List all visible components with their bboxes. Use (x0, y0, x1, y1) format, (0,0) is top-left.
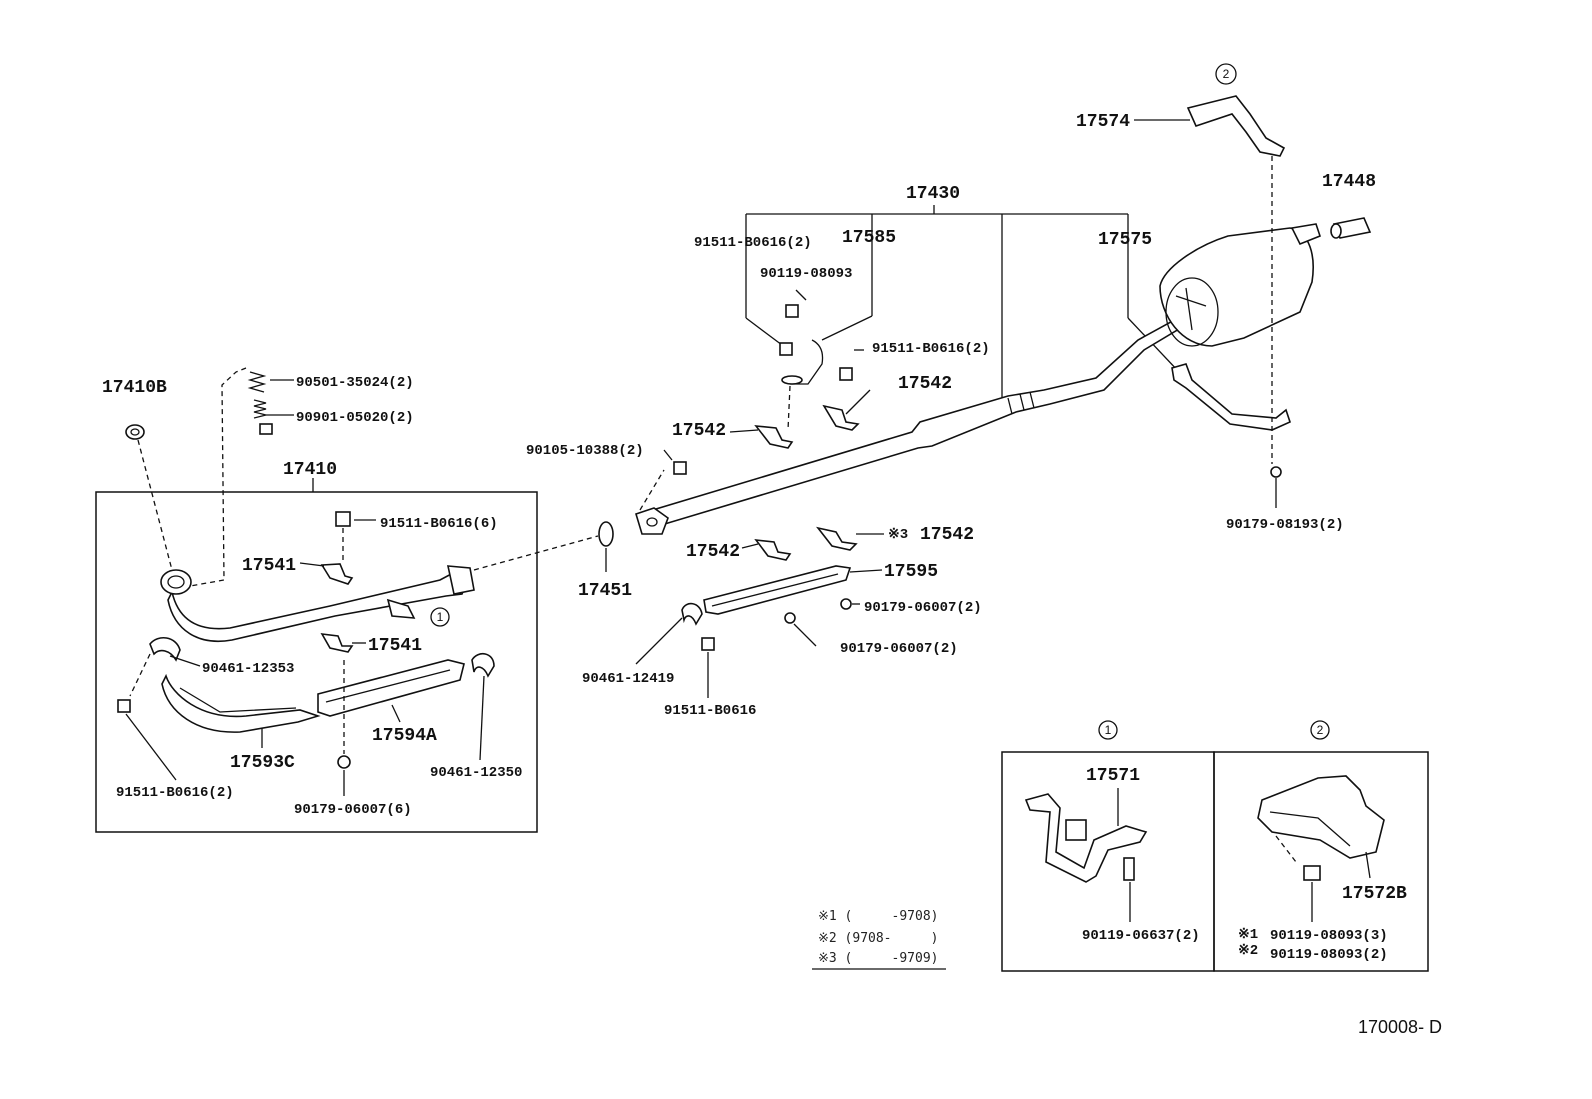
label-90119-06637: 90119-06637(2) (1082, 928, 1200, 944)
heat-shield-17593C (161, 673, 321, 733)
note-1: ※1 ( -9708) (818, 909, 938, 924)
label-17575: 17575 (1098, 230, 1152, 250)
label-90119-08093-3: 90119-08093(3) (1270, 928, 1388, 944)
bolt-91511-single (701, 637, 715, 651)
bracket-17430 (745, 205, 1181, 398)
bolt-91511-2-left (117, 699, 131, 713)
clamp-90461-12419 (681, 602, 703, 626)
gasket-17451 (598, 521, 614, 547)
label-91511-b0616-2-left: 91511-B0616(2) (116, 785, 234, 801)
bolt-90119-06637 (1123, 857, 1135, 881)
label-90179-06007-6: 90179-06007(6) (294, 802, 412, 818)
label-90105-10388: 90105-10388(2) (526, 443, 644, 459)
label-17585: 17585 (842, 228, 896, 248)
bolt-90119-08093 (785, 304, 799, 318)
spring-bolt (247, 371, 273, 435)
clamp-17542-d (816, 526, 858, 551)
circle-ref-1: 1 (437, 610, 444, 624)
label-90461-12353: 90461-12353 (202, 661, 294, 677)
clamp-17542-a (754, 425, 794, 449)
label-17595: 17595 (884, 562, 938, 582)
clamp-17542-c (754, 539, 792, 561)
label-17542-left: 17542 (672, 421, 726, 441)
label-17572B: 17572B (1342, 884, 1407, 904)
nut-90179-08193 (1270, 466, 1282, 478)
spring-washer (781, 375, 803, 385)
label-90501-35024: 90501-35024(2) (296, 375, 414, 391)
clamp-17541-a (320, 563, 354, 585)
hanger-17574 (1186, 95, 1286, 157)
label-91511-b0616-2-right: 91511-B0616(2) (872, 341, 990, 357)
label-17410: 17410 (283, 460, 337, 480)
circle-ref-2-box: 2 (1317, 723, 1324, 737)
clamp-90461-12353 (149, 637, 181, 662)
note-3: ※3 ( -9709) (818, 951, 938, 966)
detail-box-2 (1213, 751, 1429, 972)
label-90901-05020: 90901-05020(2) (296, 410, 414, 426)
gasket-17410B (125, 424, 145, 440)
front-pipe-assembly-box (95, 491, 538, 833)
label-17430: 17430 (906, 184, 960, 204)
label-90179-06007-2-b: 90179-06007(2) (840, 641, 958, 657)
label-90461-12419: 90461-12419 (582, 671, 674, 687)
clamp-90461-12350 (471, 653, 495, 678)
label-91511-b0616-single: 91511-B0616 (664, 703, 756, 719)
label-17542-note-mark: ※3 (888, 527, 908, 543)
bolt-91511-2-center (779, 342, 793, 356)
muffler (1159, 223, 1321, 347)
label-17451: 17451 (578, 581, 632, 601)
label-17542-lower-left: 17542 (686, 542, 740, 562)
circle-ref-2: 2 (1223, 67, 1230, 81)
hanger-17572B (1257, 775, 1385, 859)
label-17594A: 17594A (372, 726, 437, 746)
label-17542-upper-right: 17542 (898, 374, 952, 394)
nut-90179-2-a (840, 598, 852, 610)
label-90179-08193: 90179-08193(2) (1226, 517, 1344, 533)
label-17448: 17448 (1322, 172, 1376, 192)
note-2: ※2 (9708- ) (818, 931, 938, 946)
label-note-mark-1: ※1 (1238, 927, 1258, 943)
label-note-mark-2: ※2 (1238, 943, 1258, 959)
label-17571: 17571 (1086, 766, 1140, 786)
bolt-91511-6 (335, 511, 351, 527)
clamp-17541-b (320, 633, 354, 653)
label-17410B: 17410B (102, 378, 167, 398)
nut-90179-6 (337, 755, 351, 769)
circle-ref-1-box: 1 (1105, 723, 1112, 737)
clamp-17542-b (822, 404, 860, 431)
front-pipe-17410 (160, 565, 475, 642)
label-17542-lower-right: 17542 (920, 525, 974, 545)
label-17541-upper: 17541 (242, 556, 296, 576)
heat-shield-17594A (317, 659, 465, 717)
label-90119-08093-2: 90119-08093(2) (1270, 947, 1388, 963)
label-91511-b0616-2-top: 91511-B0616(2) (694, 235, 812, 251)
bolt-90105 (673, 461, 687, 475)
bolt-91511-2-right (839, 367, 853, 381)
label-90461-12350: 90461-12350 (430, 765, 522, 781)
label-17574: 17574 (1076, 112, 1130, 132)
bolt-90119-08093-box (1303, 865, 1321, 881)
bracket-17571 (1024, 793, 1148, 883)
label-17593C: 17593C (230, 753, 295, 773)
label-90179-06007-2-a: 90179-06007(2) (864, 600, 982, 616)
label-90119-08093: 90119-08093 (760, 266, 852, 282)
label-17541-lower: 17541 (368, 636, 422, 656)
nut-90179-2-b (784, 612, 796, 624)
hanger-17575 (1171, 363, 1291, 431)
diagram-ref-code: 170008- D (1358, 1017, 1442, 1037)
label-91511-b0616-6: 91511-B0616(6) (380, 516, 498, 532)
